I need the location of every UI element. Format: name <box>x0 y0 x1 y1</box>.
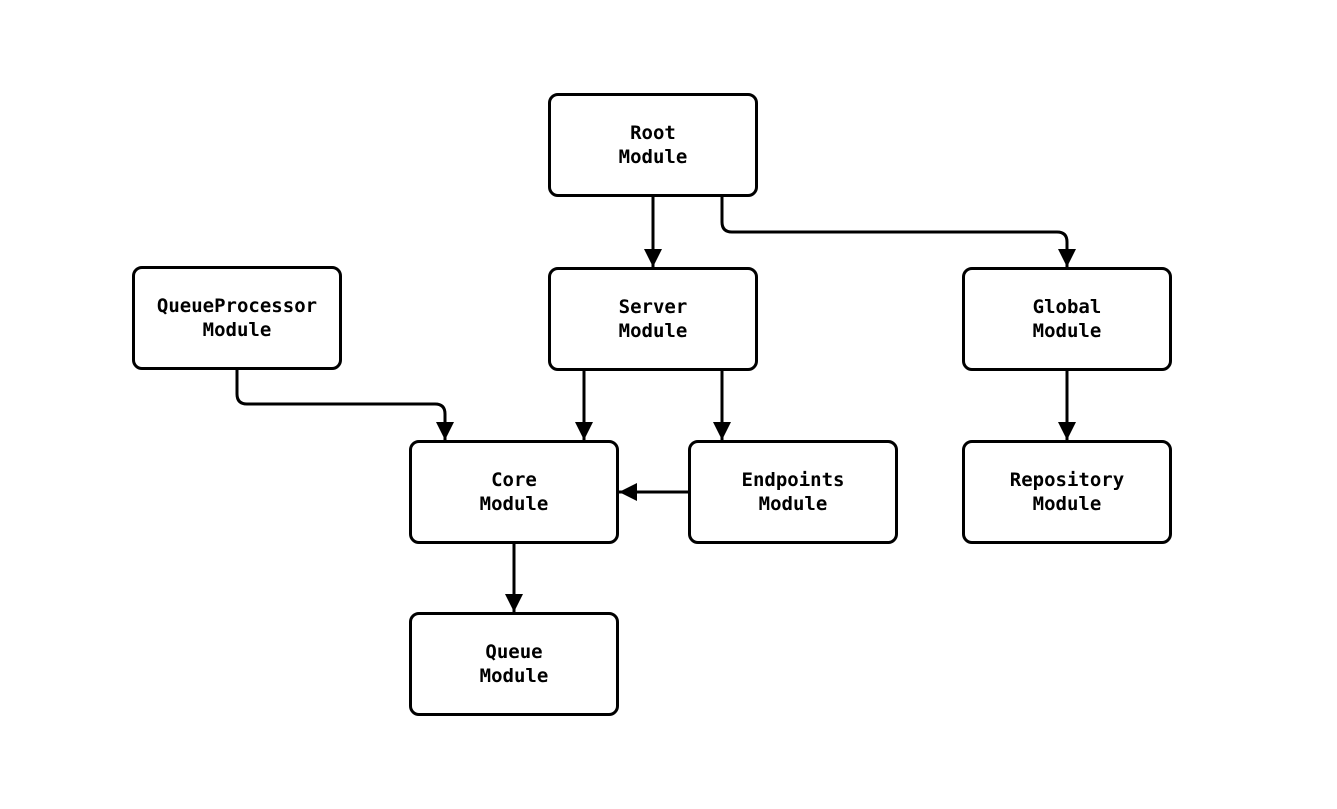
node-queue-module: Queue Module <box>409 612 619 716</box>
node-core-module: Core Module <box>409 440 619 544</box>
node-endpoints-module: Endpoints Module <box>688 440 898 544</box>
node-root-module: Root Module <box>548 93 758 197</box>
node-root-module-label: Root Module <box>618 122 688 168</box>
node-endpoints-module-label: Endpoints Module <box>741 469 845 515</box>
node-global-module: Global Module <box>962 267 1172 371</box>
node-global-module-label: Global Module <box>1032 296 1102 342</box>
node-repository-module-label: Repository Module <box>1009 469 1125 515</box>
edge-queueprocessor-module-to-core-module <box>235 370 454 440</box>
node-server-module-label: Server Module <box>618 296 688 342</box>
node-repository-module: Repository Module <box>962 440 1172 544</box>
node-server-module: Server Module <box>548 267 758 371</box>
node-queueprocessor-module: QueueProcessor Module <box>132 266 342 370</box>
node-queueprocessor-module-label: QueueProcessor Module <box>156 295 318 341</box>
edge-root-module-to-global-module <box>720 197 1076 267</box>
node-queue-module-label: Queue Module <box>479 641 549 687</box>
node-core-module-label: Core Module <box>479 469 549 515</box>
